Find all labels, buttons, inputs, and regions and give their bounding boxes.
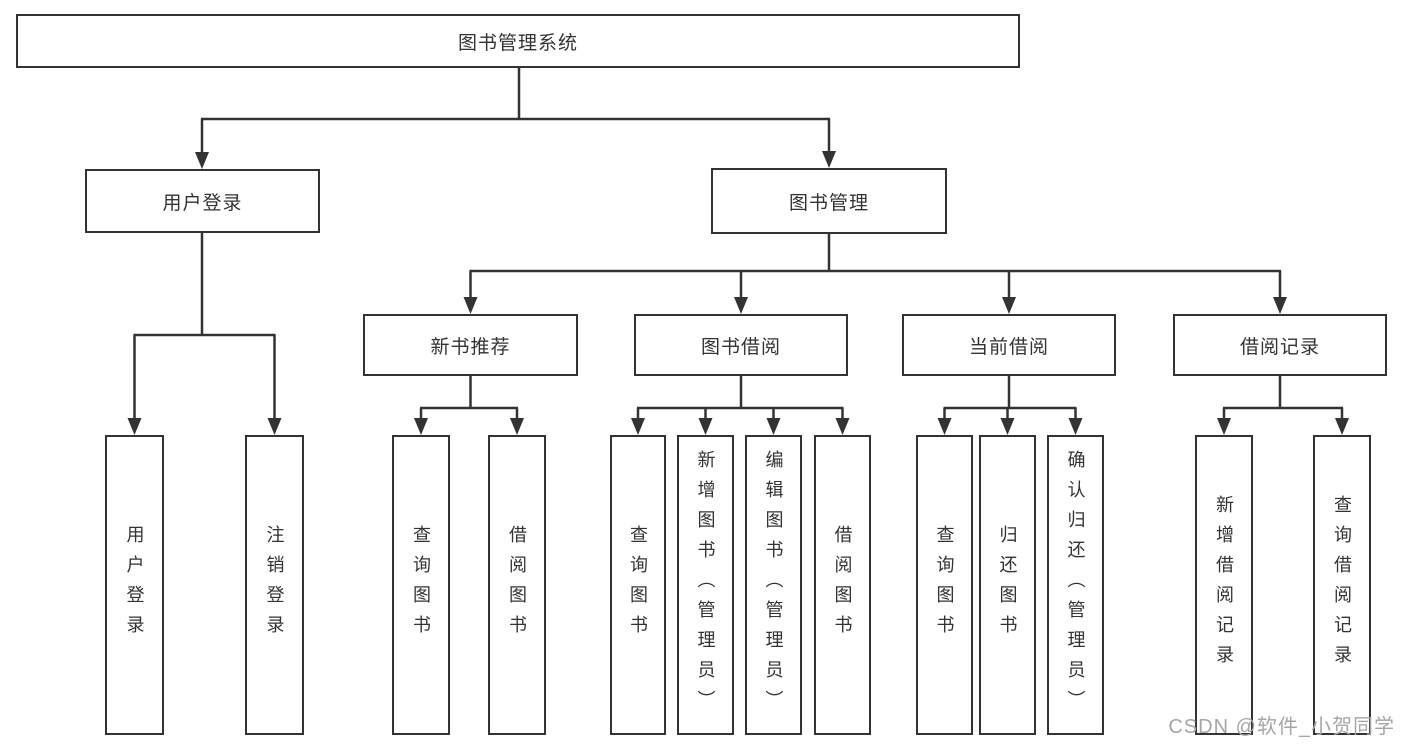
node-new-book-recommend: 新书推荐 xyxy=(363,314,578,376)
leaf-record-query-borrow-record: 查询借阅记录 xyxy=(1313,435,1371,735)
node-borrow-record: 借阅记录 xyxy=(1173,314,1387,376)
node-book-borrow: 图书借阅 xyxy=(634,314,848,376)
leaf-borrow-edit-books-admin: 编辑图书（管理员） xyxy=(745,435,802,735)
leaf-current-return-books: 归还图书 xyxy=(979,435,1036,735)
leaf-logout: 注销登录 xyxy=(245,435,304,735)
arrowheads xyxy=(127,151,1349,435)
leaf-borrow-borrow-books: 借阅图书 xyxy=(814,435,871,735)
leaf-newbook-borrow-books: 借阅图书 xyxy=(488,435,546,735)
node-root-system: 图书管理系统 xyxy=(16,14,1020,68)
csdn-watermark: CSDN @软件_小贺同学 xyxy=(1168,716,1395,738)
leaf-record-add-borrow-record: 新增借阅记录 xyxy=(1195,435,1253,735)
leaf-current-confirm-return-admin: 确认归还（管理员） xyxy=(1047,435,1104,735)
node-current-borrow: 当前借阅 xyxy=(902,314,1116,376)
node-user-login: 用户登录 xyxy=(85,169,320,233)
leaf-current-query-books: 查询图书 xyxy=(916,435,973,735)
node-book-management: 图书管理 xyxy=(711,168,947,234)
leaf-user-login: 用户登录 xyxy=(105,435,164,735)
leaf-borrow-query-books: 查询图书 xyxy=(610,435,666,735)
leaf-newbook-query-books: 查询图书 xyxy=(392,435,450,735)
leaf-borrow-add-books-admin: 新增图书（管理员） xyxy=(677,435,734,735)
